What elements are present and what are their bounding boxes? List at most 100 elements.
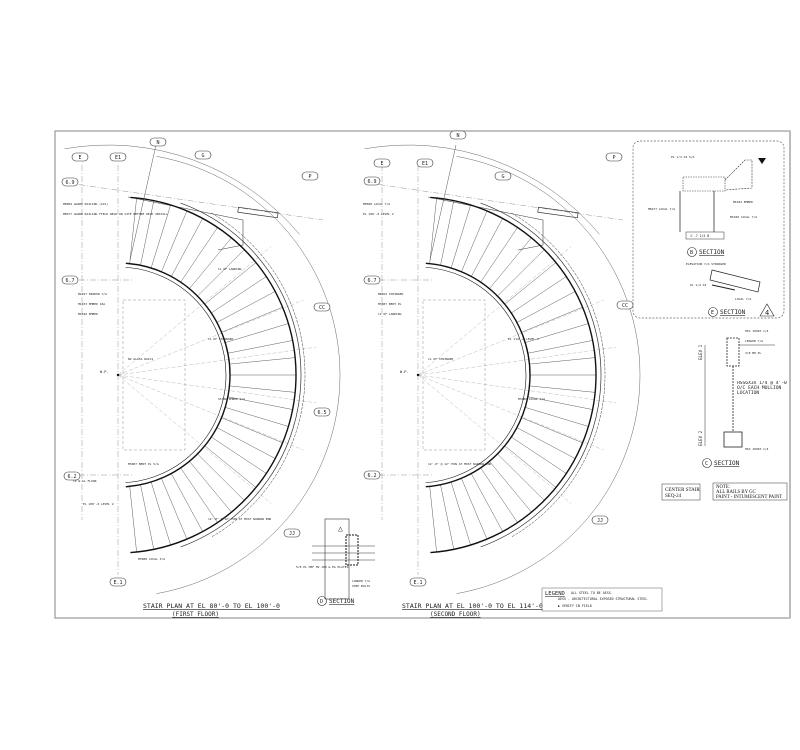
detail-e-note: PL 1/4 X2	[690, 283, 706, 287]
stair-tread	[521, 306, 583, 333]
section-e-marker-icon	[758, 158, 766, 164]
detail-e-stringer	[709, 269, 761, 293]
legend-line-aess: ALL STEEL TO BE AESS.	[571, 591, 613, 595]
stair-tread	[471, 218, 503, 277]
stair-tread	[211, 276, 267, 314]
detail-e-note: LOCAL 7/A	[735, 297, 751, 301]
stair-tread	[429, 197, 437, 264]
plan-note: M3088 LOCAL 5/A	[138, 557, 165, 561]
grid-bubble	[605, 152, 623, 162]
plan-note: CL OF LANDING	[378, 312, 402, 316]
section-b-label: SECTION	[699, 249, 725, 256]
inner-stringer-edge	[125, 266, 227, 484]
stair-tread	[197, 249, 245, 297]
top-dimension-arc	[64, 144, 300, 235]
stair-tread	[129, 486, 137, 553]
stair-tread	[221, 306, 283, 333]
detail-b-note: M1040 LOCAL 7/A	[730, 215, 757, 219]
landing-rail	[537, 206, 579, 219]
note-line-rails: ALL RAILS BY GC	[716, 490, 756, 495]
legend-heading: LEGEND	[545, 591, 565, 597]
stair-tread	[516, 291, 576, 323]
guard-rail	[480, 202, 602, 548]
stair-tread	[189, 461, 232, 513]
section-c-bottom-hss	[723, 431, 743, 448]
stair-tread	[189, 237, 232, 289]
grid-label: E1	[422, 161, 428, 167]
legend-line-verify: ▶ VERIFY IN FIELD	[558, 604, 592, 608]
work-point-label: W.P.	[400, 370, 408, 374]
grid-label: E1	[115, 155, 121, 161]
detail-number-triangle	[759, 303, 775, 317]
work-point-marker	[416, 373, 420, 377]
detail-e-note: ELEVATION 7/A STRINGER	[686, 262, 726, 266]
grid-label: 6.5	[317, 410, 326, 416]
section-c-bubble	[702, 458, 712, 468]
section-d-note: SHIP BOLTS	[352, 584, 370, 588]
grid-label: P	[308, 174, 311, 180]
plan-note: M8084 GUARD RAILING (ACS)	[63, 202, 108, 206]
stair-tread	[161, 478, 188, 540]
detail-b-dimension	[685, 231, 725, 240]
radial-centerline	[417, 299, 604, 376]
stair-tread	[221, 417, 283, 444]
stair-tread	[429, 486, 437, 553]
grid-bubble	[363, 176, 381, 186]
stair-tread	[461, 478, 488, 540]
note-line-paint: PAINT - INTUMESCENT PAINT	[716, 495, 782, 500]
stair-tread	[227, 340, 293, 354]
stair-tread	[225, 407, 289, 427]
section-b-letter: B	[690, 250, 693, 256]
section-e-letter: E	[711, 310, 714, 316]
stair-tread	[511, 276, 567, 314]
section-d-bubble	[317, 596, 327, 606]
plan-note: M8588 LOCAL 7/A	[363, 202, 390, 206]
grid-bubble	[409, 577, 427, 587]
grid-label: N	[456, 133, 459, 139]
stair-tread	[516, 427, 576, 459]
work-point-label: W.P.	[100, 370, 108, 374]
plan-note: M8077 GUARD RAILING FIELD WELD ON SITE B…	[63, 212, 168, 216]
plan-note: M1033 EMBED 16A	[78, 302, 105, 306]
stair-tread	[529, 357, 596, 365]
top-landing	[427, 196, 544, 251]
landing-outline	[422, 299, 486, 451]
section-d-note: 5/8 PL HEF HV 100 & EA PLATES	[296, 565, 349, 569]
section-c-letter: C	[705, 461, 708, 467]
note-heading: NOTE:	[716, 485, 730, 490]
plan-note: 12'-0" @ 12" MIN AT MOST NARROW END	[428, 462, 491, 466]
radial-centerline	[117, 347, 317, 376]
plan-note: STAIR EMBED S/A	[218, 397, 245, 401]
stair-tread	[150, 204, 171, 269]
plan-note: EL 114'-0 LEVEL 3	[508, 337, 539, 341]
section-c-elev-bottom: ELEV 2	[698, 430, 703, 446]
inner-stringer	[425, 262, 531, 488]
detail-b-stringer	[724, 159, 753, 191]
section-c-mullion-note: HSS6X3X 1/4 @ 4'-0 O/C EACH MULLION LOCA…	[737, 381, 787, 397]
grid-label: 6.9	[65, 180, 74, 186]
grid-label: 6.2	[67, 474, 76, 480]
stair-tread	[229, 385, 296, 393]
stair-tread	[521, 417, 583, 444]
section-d-wall	[324, 518, 350, 600]
grid-bubble	[109, 152, 127, 162]
grid-bubble	[61, 177, 79, 187]
stair-tread	[504, 262, 557, 305]
stair-title-box: CENTER STAIR SEQ-24	[661, 483, 700, 501]
grid-bubble	[363, 470, 381, 480]
stair-tread	[480, 227, 518, 283]
plan-note: M3088 LOCAL 7/A	[518, 397, 545, 401]
grid-bubble	[149, 137, 167, 147]
radial-centerline	[417, 347, 617, 376]
section-c-label: SECTION	[714, 460, 740, 467]
grid-bubble	[109, 577, 127, 587]
detail-b-slab	[682, 176, 726, 192]
grid-bubble	[363, 275, 381, 285]
detail-b-note: PL 1/4 X2 S/A	[671, 155, 695, 159]
detail-b-note: M1042 EMBED	[733, 200, 753, 204]
stair-tread	[227, 396, 293, 410]
grid-label: E.1	[113, 580, 122, 586]
stair-title-line2: SEQ-24	[665, 494, 682, 499]
